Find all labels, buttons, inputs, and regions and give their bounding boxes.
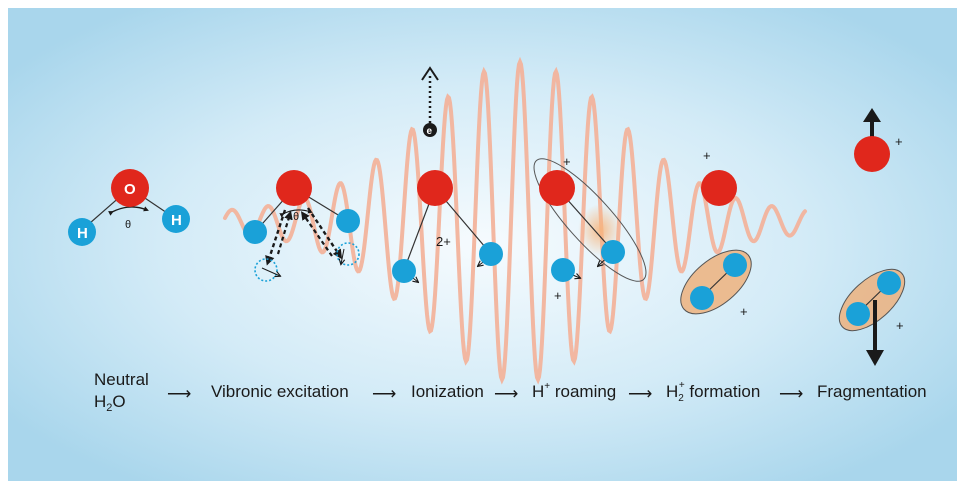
arrow-right-icon: ⟶: [167, 384, 191, 403]
roaming-ellipse: [533, 158, 647, 282]
hydrogen-atom: [846, 302, 870, 326]
step-vibronic-excitation: Vibronic excitation: [211, 382, 349, 401]
vibrating-water-molecule: θ: [243, 170, 360, 282]
plus-charge: +: [554, 288, 562, 303]
oxygen-atom: [276, 170, 312, 206]
oxygen-atom: [111, 169, 149, 207]
oxygen-atom: [701, 170, 737, 206]
oxygen-atom: [417, 170, 453, 206]
step-fragmentation: Fragmentation: [817, 382, 927, 401]
hydrogen-atom: [392, 259, 416, 283]
hydrogen-atom: [551, 258, 575, 282]
step-ionization: Ionization: [411, 382, 484, 401]
hydrogen-atom: [336, 209, 360, 233]
laser-pulse-wave: [223, 56, 807, 385]
hydrogen-ghost-position: [254, 258, 278, 282]
hydrogen-atom: [479, 242, 503, 266]
hydrogen-atom: [723, 253, 747, 277]
plus-charge: +: [896, 318, 904, 333]
hydrogen-label: H: [171, 212, 182, 229]
h2-formation-stage: + +: [680, 148, 752, 319]
arrow-up-icon: [421, 66, 439, 81]
plus-charge: +: [740, 304, 748, 319]
hydrogen-atom: [601, 240, 625, 264]
step-h2-formation: H2+ formation: [666, 380, 760, 404]
dication-charge: 2+: [436, 234, 451, 249]
oxygen-atom: [854, 136, 890, 172]
hydrogen-atom: [68, 218, 96, 246]
bond-angle-label: θ: [293, 211, 299, 223]
step-neutral-line1: Neutral: [94, 370, 149, 389]
plus-charge: +: [563, 154, 571, 169]
arrow-down-icon: [866, 350, 884, 366]
hydrogen-atom: [690, 286, 714, 310]
neutral-water-molecule: θ O H H: [68, 169, 190, 246]
arrow-right-icon: ⟶: [779, 384, 803, 403]
bond-angle-label: θ: [125, 219, 131, 231]
arrow-right-icon: ⟶: [494, 384, 518, 403]
hydrogen-atom: [162, 205, 190, 233]
ionized-water-molecule: e 2+: [392, 66, 503, 283]
hydrogen-label: H: [77, 225, 88, 242]
step-h-roaming: H+ roaming: [532, 381, 616, 401]
arrow-right-icon: ⟶: [372, 384, 396, 403]
plus-charge: +: [703, 148, 711, 163]
oxygen-label: O: [124, 181, 136, 198]
electron: [423, 123, 437, 137]
arrow-up-icon: [863, 108, 881, 122]
step-labels: Neutral H2O ⟶ Vibronic excitation ⟶ Ioni…: [94, 370, 927, 414]
step-neutral-line2: H2O: [94, 392, 126, 414]
hydrogen-atom: [243, 220, 267, 244]
plus-charge: +: [895, 134, 903, 149]
proton-roaming-stage: + +: [533, 154, 647, 303]
hydrogen-ghost-position: [336, 242, 360, 266]
fragmentation-stage: + +: [838, 108, 906, 366]
arrow-right-icon: ⟶: [628, 384, 652, 403]
electron-label: e: [427, 126, 433, 137]
hydrogen-atom: [877, 271, 901, 295]
oxygen-atom: [539, 170, 575, 206]
